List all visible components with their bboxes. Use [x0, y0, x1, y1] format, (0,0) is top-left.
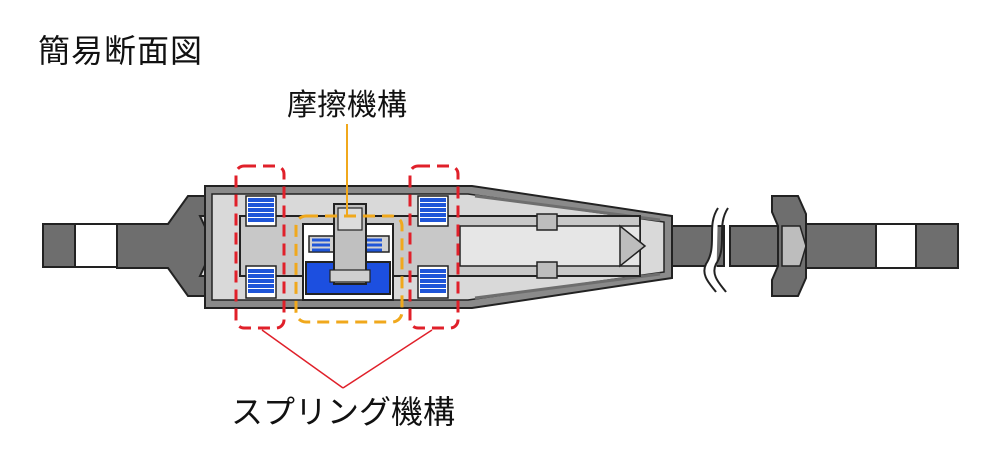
page-title: 簡易断面図	[38, 32, 204, 70]
spring-mechanism-label: スプリング機構	[231, 393, 455, 431]
right-shaft	[671, 195, 807, 297]
friction-mechanism-box	[294, 214, 404, 324]
spring-mechanism-left-box	[234, 164, 286, 330]
left-spring-top	[245, 195, 277, 227]
left-spring-bottom	[245, 265, 277, 299]
spring-mechanism-right-box	[408, 164, 460, 330]
spring-leader-line-right	[342, 329, 433, 389]
right-end-fitting	[805, 223, 959, 269]
right-spring-top	[417, 195, 449, 227]
spring-leader-line-left	[261, 329, 344, 389]
right-spring-bottom	[417, 265, 449, 299]
friction-mechanism-label: 摩擦機構	[287, 88, 407, 123]
